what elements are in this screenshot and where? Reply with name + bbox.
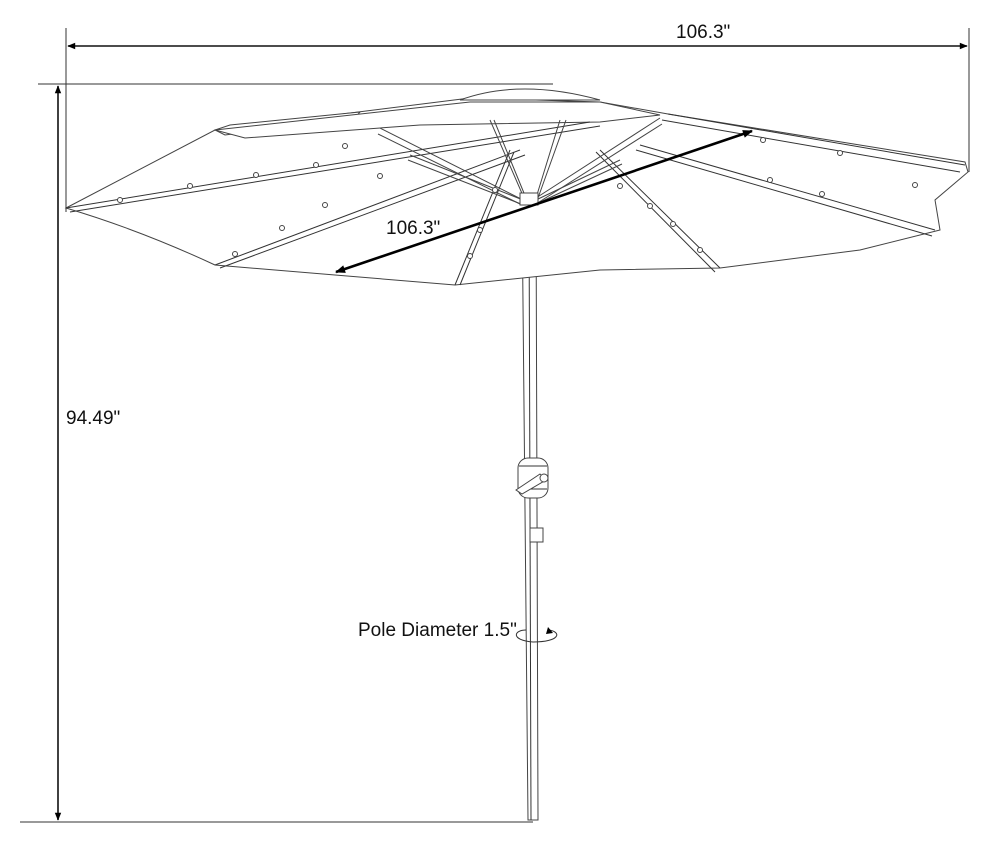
- height-label: 94.49": [66, 408, 120, 429]
- canopy: 106.3": [64, 88, 969, 286]
- width-label: 106.3": [676, 22, 730, 43]
- canopy-diameter-label: 106.3": [386, 218, 440, 239]
- pole: Pole Diameter 1.5": [358, 199, 558, 821]
- pole-joint: [529, 527, 544, 543]
- width-dimension: 106.3": [65, 22, 970, 212]
- canopy-vent: [459, 88, 601, 101]
- height-dimension: 94.49": [20, 83, 553, 823]
- rotation-arrow-icon: [515, 629, 558, 643]
- canopy-diameter-arrow: [335, 129, 753, 274]
- pole-diameter-label: Pole Diameter 1.5": [358, 620, 517, 641]
